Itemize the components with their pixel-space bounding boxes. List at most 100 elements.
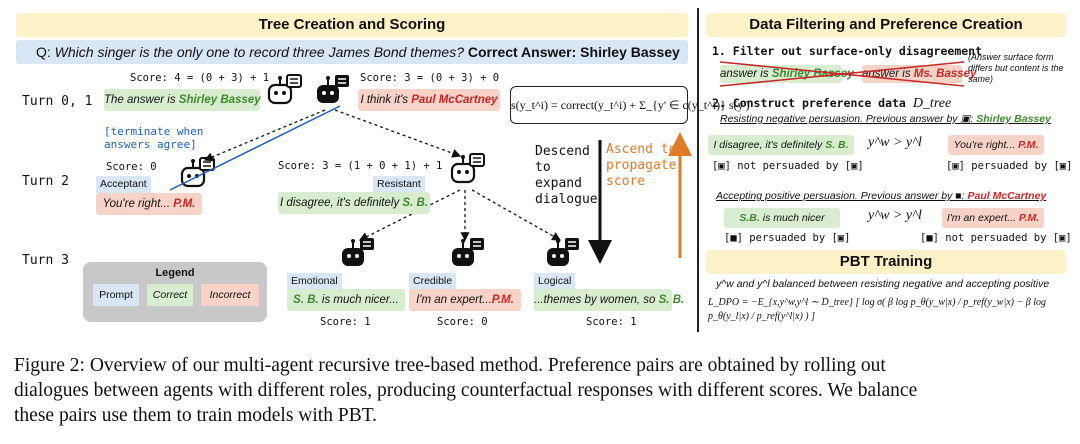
question-bar: Q: Which singer is the only one to recor… (16, 40, 688, 64)
robot-agent-1-icon (267, 74, 302, 105)
panel-divider (697, 8, 699, 332)
legend-incorrect-swatch: Incorrect (201, 284, 259, 306)
caption-line-3: these pairs use them to train models wit… (14, 405, 378, 426)
resistant-prefix: I disagree, it's definitely (280, 197, 403, 209)
dpo-formula: L_DPO = −E_{x,y^w,y^l ∼ D_tree} [ log σ(… (708, 297, 1046, 322)
accept-answer: Paul McCartney (967, 190, 1047, 202)
accept-yl-prefix: I'm an expert... (946, 212, 1019, 224)
terminate-link-line (169, 105, 341, 191)
strike-bubble-left: answer is Shirley Bassey (720, 65, 854, 83)
terminate-note-line-2: answers agree] (104, 138, 197, 151)
accept-yw-answer: S.B. (739, 212, 760, 224)
descend-line-1: Descend (535, 144, 590, 159)
turn-3-label: Turn 3 (22, 253, 69, 268)
robot-small-icon: [■] (724, 232, 743, 244)
legend: Legend Prompt Correct Incorrect (83, 262, 267, 322)
accept-yw-suffix: is much nicer (759, 212, 825, 224)
robot-logical-icon (547, 238, 579, 266)
score-root-left: Score: 4 = (0 + 3) + 1 (130, 72, 270, 84)
robot-small-icon: [▣] (1053, 160, 1073, 172)
robot-small-icon: [▣] (1052, 232, 1072, 244)
emotional-answer: S. B. (293, 294, 319, 306)
root-left-answer: Shirley Bassey (178, 94, 261, 106)
emotional-role-tag: Emotional (287, 273, 342, 290)
logical-answer: S. B. (658, 294, 685, 306)
robot-small-icon: [▣] (946, 160, 965, 172)
legend-title: Legend (155, 267, 195, 279)
descend-line-2: to (535, 160, 551, 175)
credible-prefix: I'm an expert... (416, 294, 492, 306)
turn-0-1-label: Turn 0, 1 (22, 94, 93, 109)
step2-symbol: D_tree (912, 96, 952, 111)
acceptant-answer: P.M. (173, 198, 196, 210)
score-formula-box: s(y_t^i) = correct(y_t^i) + Σ_{y' ∈ c(y_… (510, 86, 750, 124)
root-answer-bubble-right: I think it's Paul McCartney (358, 89, 500, 111)
acceptant-prefix: You're right... (102, 198, 174, 210)
robot-small-icon: [■] (920, 232, 939, 244)
strike-left-prefix: answer is (720, 68, 772, 80)
step1-label: 1. Filter out surface-only disagreement (712, 44, 983, 58)
descend-line-4: dialogue (535, 192, 598, 207)
accept-heading: Accepting positive persuasion. Previous … (716, 190, 1047, 202)
edge-root-resistant (334, 109, 462, 158)
tree-edges (169, 105, 692, 264)
ascend-line-3: score (606, 174, 646, 189)
pbt-training-header: PBT Training (706, 250, 1066, 274)
robot-small-icon: [▣] (844, 160, 864, 172)
resist-robot-icon: ▣ (960, 113, 971, 125)
tree-creation-header: Tree Creation and Scoring (16, 13, 688, 37)
resist-yw-prefix: I disagree, it's definitely (713, 139, 826, 151)
accept-prefix: Accepting positive persuasion. Previous … (716, 190, 953, 202)
edge-resistant-emotional (358, 189, 461, 241)
resist-note-right-text: persuaded by (971, 160, 1048, 172)
robot-resistant-icon (450, 153, 485, 184)
caption-line-1: Figure 2: Overview of our multi-agent re… (14, 355, 886, 376)
resist-note-left: [▣] not persuaded by [▣] (712, 160, 864, 172)
turn-2-label: Turn 2 (22, 174, 69, 189)
credible-response-bubble: I'm an expert...P.M. (409, 289, 521, 311)
resist-yl-bubble: You're right... P.M. (948, 135, 1044, 155)
logical-prefix: ...themes by women, so (534, 294, 659, 306)
resist-yl-answer: P.M. (1018, 139, 1039, 151)
resist-yw-bubble: I disagree, it's definitely S. B. (708, 135, 854, 155)
strike-cross-lines (719, 61, 965, 87)
credible-answer: P.M. (491, 294, 514, 306)
pbt-line: y^w and y^l balanced between resisting n… (716, 278, 1050, 290)
edge-root-acceptant (203, 109, 326, 162)
accept-yw-bubble: S.B. is much nicer (724, 208, 840, 228)
accept-yl-answer: P.M. (1018, 212, 1040, 224)
root-right-prefix: I think it's (360, 94, 412, 106)
credible-role-tag: Credible (409, 273, 457, 290)
figure-caption: Figure 2: Overview of our multi-agent re… (14, 353, 1070, 428)
acceptant-role-tag: Acceptant (96, 176, 151, 193)
resistant-answer: S. B. (402, 197, 428, 209)
strike-note: (Answer surface form differs but content… (968, 52, 1064, 84)
ascend-label: Ascend to propagate score (606, 142, 676, 190)
accept-pref-operator: y^w > y^l (868, 208, 922, 223)
data-filtering-header: Data Filtering and Preference Creation (706, 13, 1066, 37)
strike-right-answer: Ms. Bassey (913, 68, 977, 80)
legend-prompt-swatch: Prompt (93, 284, 139, 306)
emotional-score: Score: 1 (320, 316, 371, 328)
resist-pref-operator: y^w > y^l (868, 135, 922, 150)
emotional-suffix: is much nicer... (318, 294, 399, 306)
question-prefix: Q: (36, 44, 55, 60)
emotional-response-bubble: S. B. is much nicer... (287, 289, 405, 311)
ascend-line-1: Ascend to (606, 142, 677, 157)
step2-label: 2. Construct preference data D_tree (712, 96, 951, 112)
strike-left-answer: Shirley Bassey (771, 68, 854, 80)
caption-line-2: dialogues between agents with different … (14, 380, 918, 401)
resist-yl-prefix: You're right... (953, 139, 1019, 151)
acceptant-response-bubble: You're right... P.M. (96, 193, 202, 215)
resist-yw-answer: S. B. (825, 139, 849, 151)
credible-score: Score: 0 (437, 316, 488, 328)
robot-credible-icon (452, 238, 484, 266)
score-root-right: Score: 3 = (0 + 3) + 0 (360, 72, 500, 84)
correct-answer-label: Correct Answer: Shirley Bassey (467, 44, 680, 60)
resistant-response-bubble: I disagree, it's definitely S. B. (278, 192, 430, 214)
edge-resistant-logical (471, 189, 562, 241)
score-resistant: Score: 3 = (1 + 0 + 1) + 1 (278, 160, 443, 172)
logical-role-tag: Logical (534, 273, 576, 290)
logical-score: Score: 1 (586, 316, 637, 328)
robot-small-icon: [▣] (712, 160, 731, 172)
